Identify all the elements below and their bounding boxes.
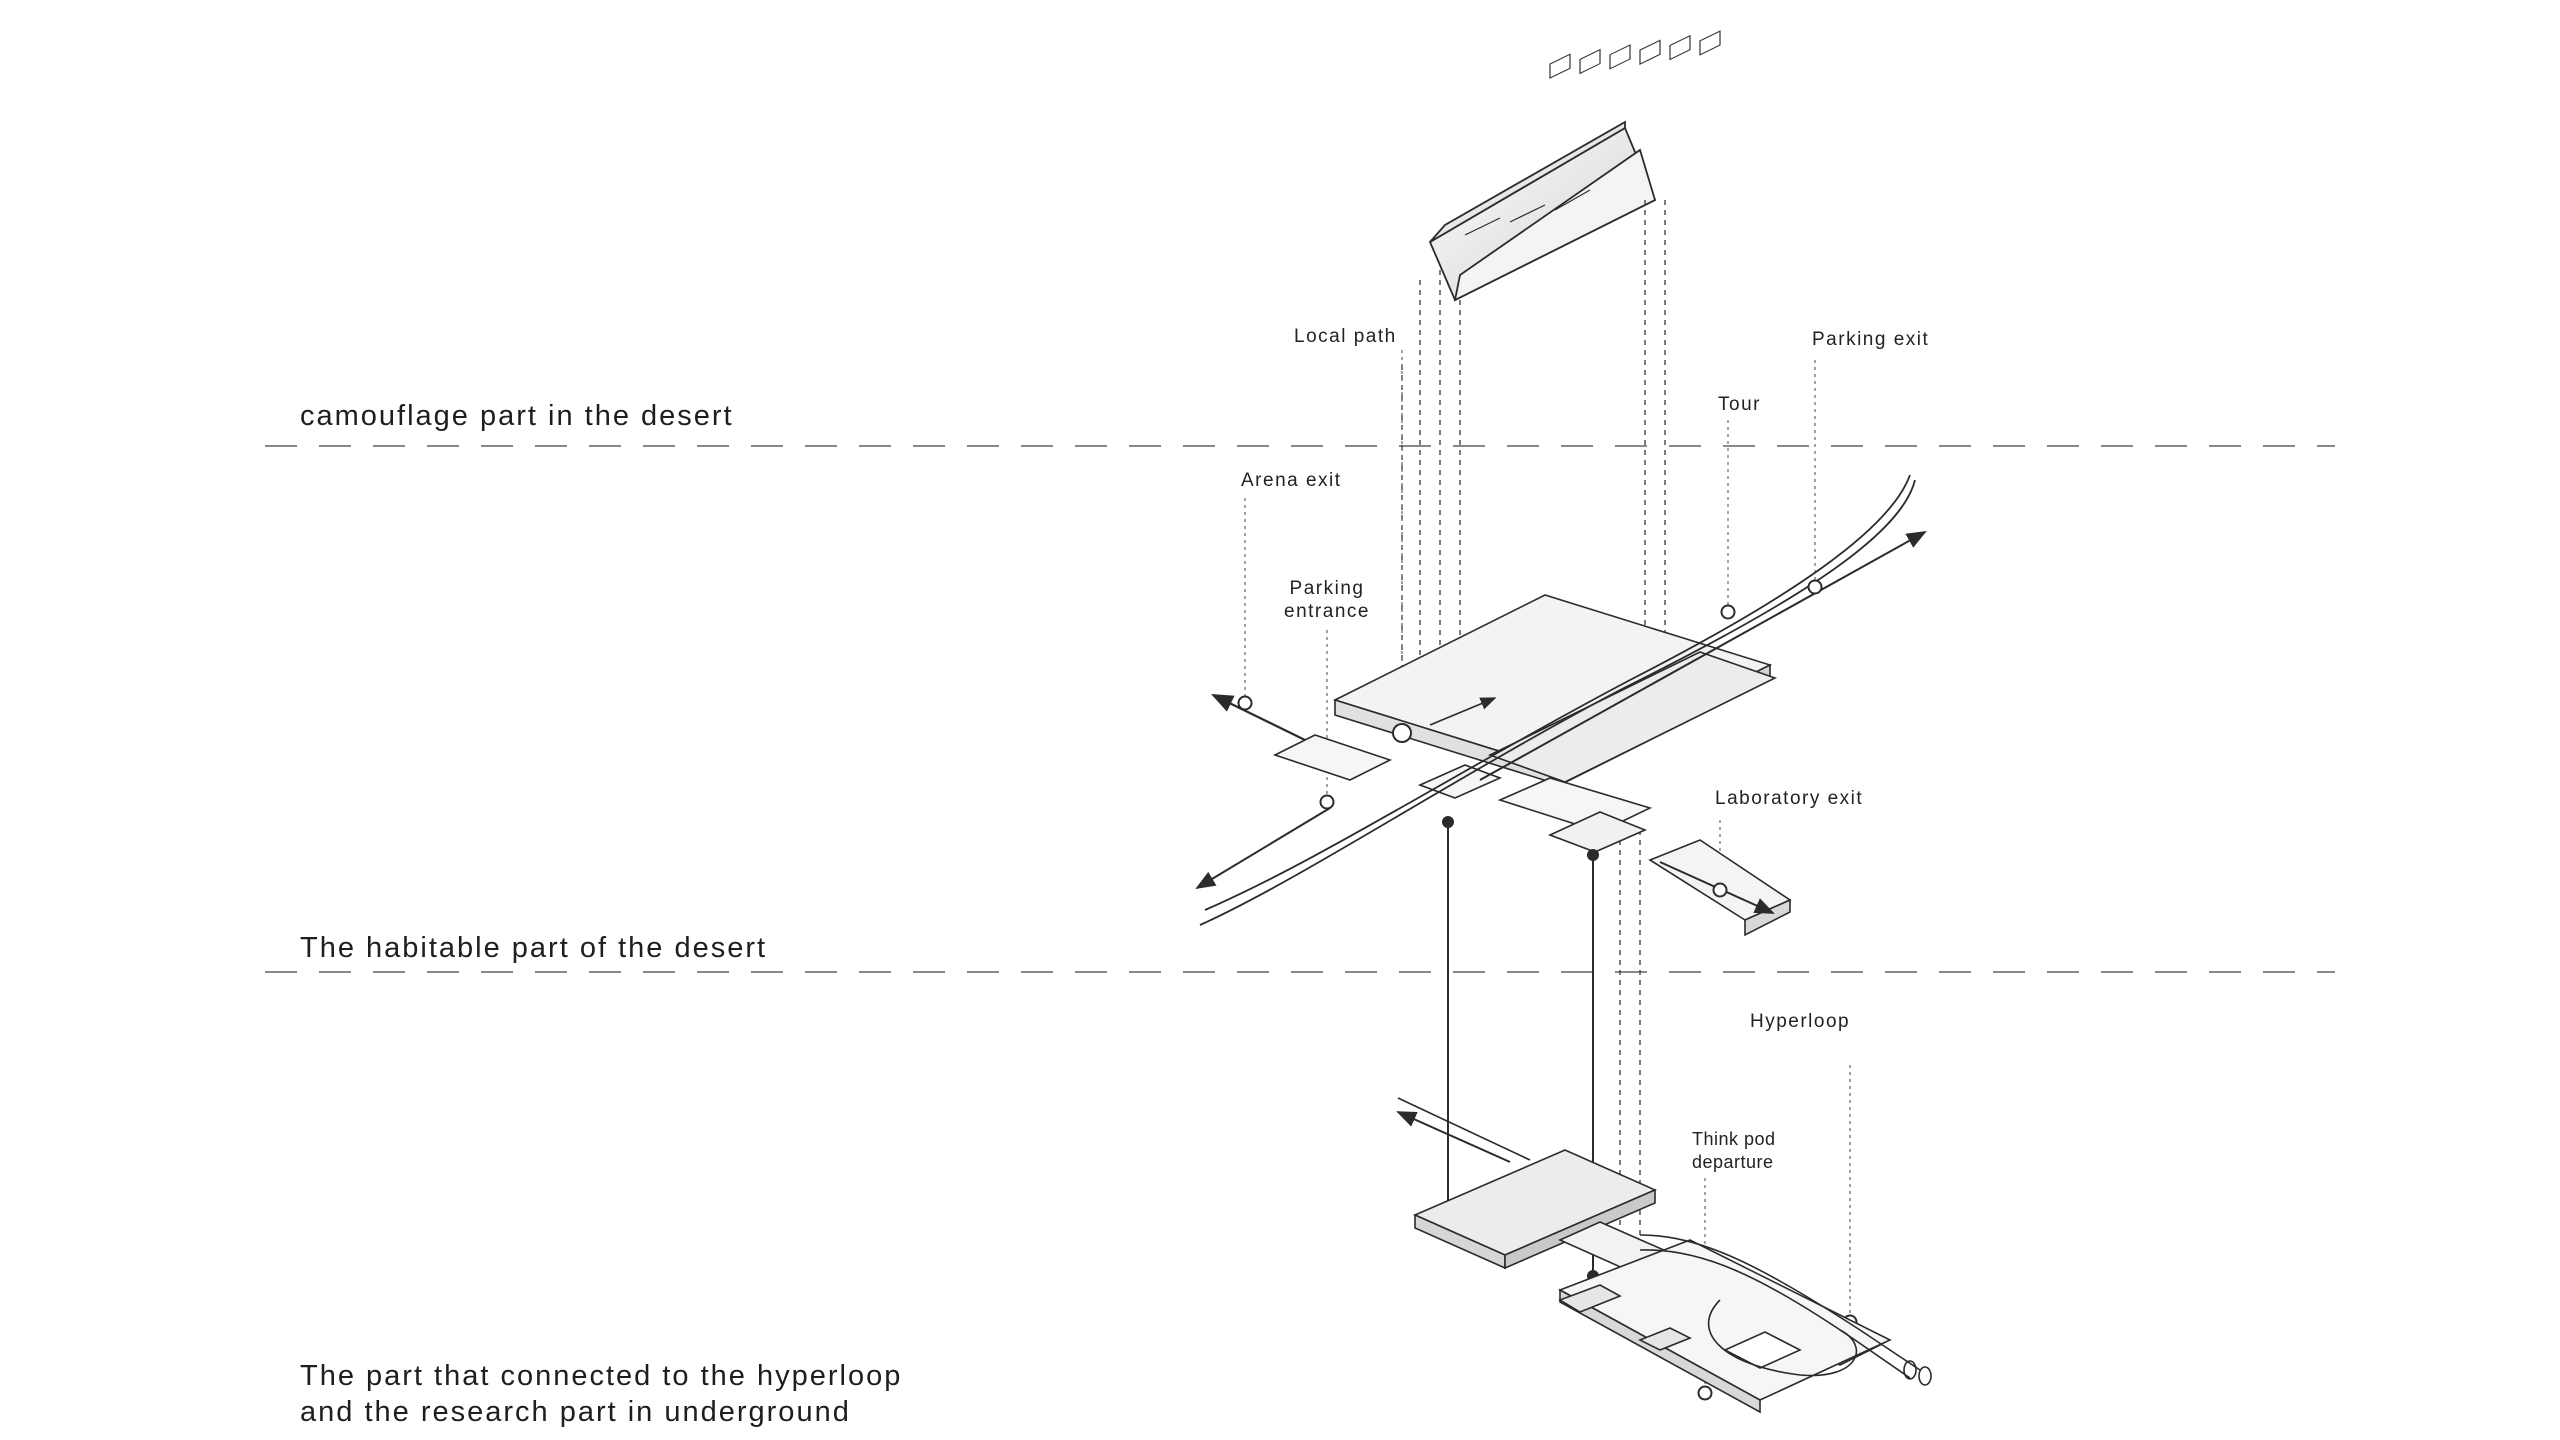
arena-exit-arrow bbox=[1211, 694, 1306, 741]
road-arrow-east bbox=[1479, 531, 1927, 781]
habitable-level bbox=[1272, 594, 1792, 937]
hyperloop-track bbox=[1397, 1097, 1531, 1161]
projection-lines bbox=[1401, 200, 1666, 1240]
section-title-habitable: The habitable part of the desert bbox=[300, 932, 768, 964]
label-tour: Tour bbox=[1718, 394, 1761, 415]
label-parking-exit: Parking exit bbox=[1812, 329, 1930, 350]
hyperloop-tubes bbox=[1639, 1234, 1932, 1386]
label-parking-entrance: Parking entrance bbox=[1276, 577, 1378, 623]
node-markers bbox=[1237, 579, 1858, 1401]
label-think-pod-line2: departure bbox=[1692, 1152, 1774, 1172]
road-arrow-west bbox=[1195, 807, 1331, 890]
hyperloop-arrow-west bbox=[1396, 1111, 1511, 1163]
section-title-camouflage: camouflage part in the desert bbox=[300, 400, 734, 432]
section-title-underground-line1: The part that connected to the hyperloop bbox=[300, 1360, 903, 1392]
label-laboratory-exit: Laboratory exit bbox=[1715, 788, 1864, 809]
section-title-underground-line2: and the research part in underground bbox=[300, 1396, 851, 1428]
label-parking-entrance-line2: entrance bbox=[1284, 601, 1370, 622]
local-path-arrow bbox=[1429, 697, 1497, 726]
label-local-path: Local path bbox=[1294, 326, 1397, 347]
underground-level bbox=[1413, 1149, 1892, 1414]
leader-lines bbox=[1244, 350, 1851, 1390]
label-think-pod-line1: Think pod bbox=[1692, 1129, 1776, 1149]
camouflage-roof bbox=[1428, 120, 1657, 302]
label-parking-entrance-line1: Parking bbox=[1289, 578, 1365, 599]
label-think-pod-departure: Think pod departure bbox=[1692, 1128, 1776, 1174]
building-blocks bbox=[1419, 0, 1721, 79]
label-hyperloop: Hyperloop bbox=[1750, 1011, 1851, 1032]
roads bbox=[1199, 474, 1916, 926]
label-arena-exit: Arena exit bbox=[1241, 470, 1342, 491]
